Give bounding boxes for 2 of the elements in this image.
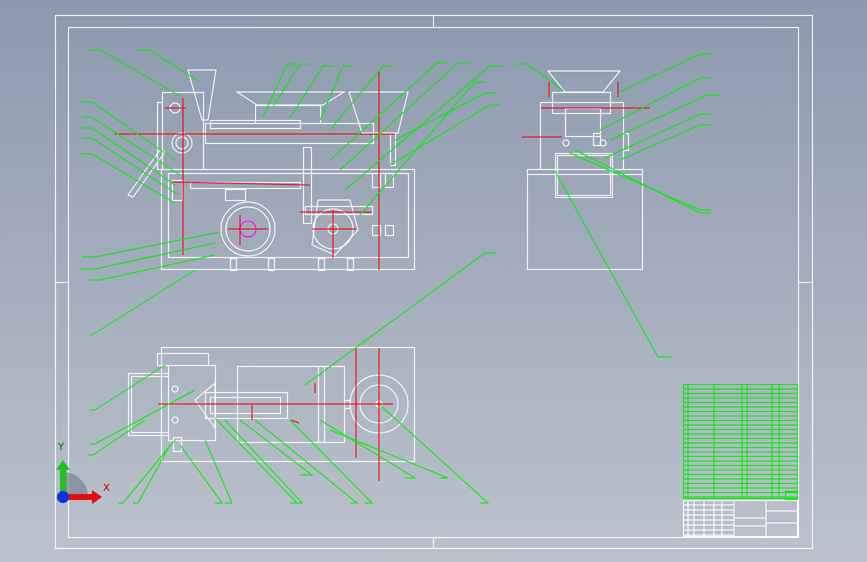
axis-label: X xyxy=(103,484,110,494)
axis-label: Y xyxy=(58,443,64,453)
